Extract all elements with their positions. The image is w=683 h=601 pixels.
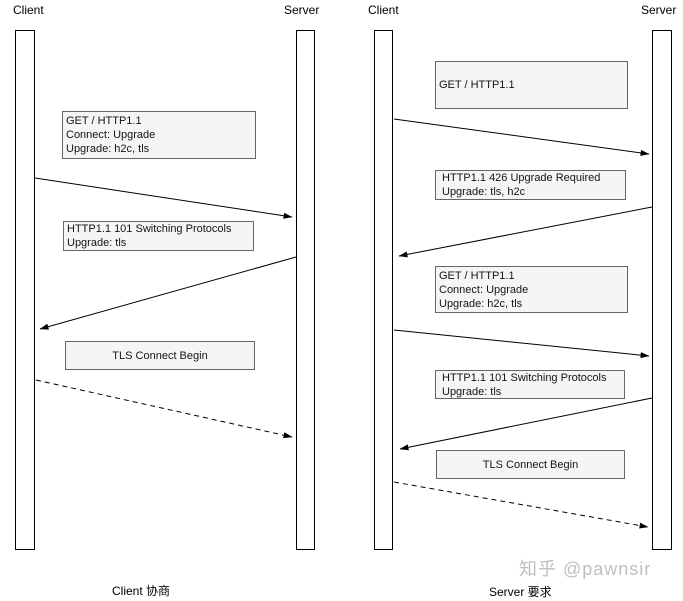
message-line: GET / HTTP1.1 xyxy=(439,79,515,91)
arrow-left-tls-dashed-icon xyxy=(35,379,293,439)
arrow-left-response-icon xyxy=(39,256,297,330)
message-line: GET / HTTP1.1 xyxy=(66,115,142,127)
left-client-lifeline xyxy=(15,30,35,550)
message-line: TLS Connect Begin xyxy=(112,349,208,362)
message-box: HTTP1.1 101 Switching Protocols Upgrade:… xyxy=(63,221,254,251)
right-server-lifeline xyxy=(652,30,672,550)
message-line: Connect: Upgrade xyxy=(66,129,156,141)
arrow-right-response2-icon xyxy=(399,397,653,451)
right-client-lifeline xyxy=(374,30,393,550)
message-box: GET / HTTP1.1 Connect: Upgrade Upgrade: … xyxy=(62,111,256,159)
message-line: Upgrade: tls xyxy=(67,237,127,249)
right-server-actor-label: Server xyxy=(641,3,677,17)
arrow-right-request1-icon xyxy=(393,118,650,156)
left-diagram-caption: Client 协商 xyxy=(112,584,171,598)
zhihu-watermark: 知乎 @pawnsir xyxy=(519,559,652,579)
message-box: HTTP1.1 101 Switching Protocols Upgrade:… xyxy=(435,370,625,399)
message-line: Upgrade: h2c, tls xyxy=(439,297,523,310)
message-line: HTTP1.1 101 Switching Protocols xyxy=(67,223,232,235)
message-line: TLS Connect Begin xyxy=(482,458,579,471)
left-client-actor-label: Client xyxy=(13,3,44,17)
message-line: Connect: Upgrade xyxy=(439,283,529,296)
arrow-left-request-icon xyxy=(34,177,293,219)
right-diagram-caption: Server 要求 xyxy=(489,585,552,599)
message-line: GET / HTTP1.1 xyxy=(439,269,515,282)
message-line: HTTP1.1 101 Switching Protocols xyxy=(442,371,607,384)
right-client-actor-label: Client xyxy=(368,3,399,17)
left-server-lifeline xyxy=(296,30,315,550)
message-box: TLS Connect Begin xyxy=(65,341,255,370)
arrow-right-tls-dashed-icon xyxy=(393,481,649,529)
message-line: Upgrade: tls xyxy=(442,385,502,398)
arrow-right-request2-icon xyxy=(393,329,650,359)
message-box: TLS Connect Begin xyxy=(436,450,625,479)
left-server-actor-label: Server xyxy=(284,3,320,17)
message-box: HTTP1.1 426 Upgrade Required Upgrade: tl… xyxy=(435,170,626,200)
message-line: HTTP1.1 426 Upgrade Required xyxy=(442,172,601,184)
message-box: GET / HTTP1.1 Connect: Upgrade Upgrade: … xyxy=(435,266,628,313)
arrow-right-response1-icon xyxy=(398,206,653,258)
message-line: Upgrade: h2c, tls xyxy=(66,143,150,155)
message-box: GET / HTTP1.1 xyxy=(435,61,628,109)
message-line: Upgrade: tls, h2c xyxy=(442,186,526,198)
